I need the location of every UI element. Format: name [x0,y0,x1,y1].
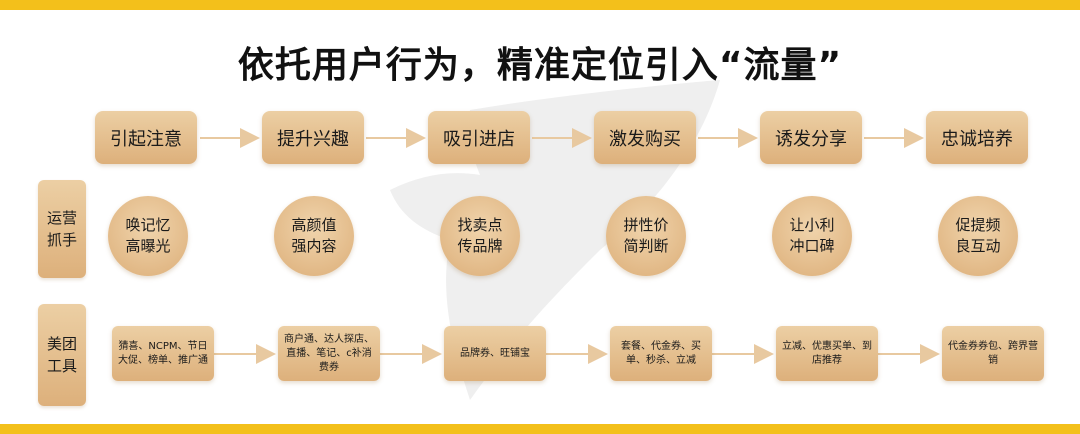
ops-circle-4: 拼性价 简判断 [606,196,686,276]
stage-purchase: 激发购买 [594,111,696,164]
ops-circle-6: 促提频 良互动 [938,196,1018,276]
stage-attention: 引起注意 [95,111,197,164]
ops-circle-2: 高颜值 强内容 [274,196,354,276]
stage-interest: 提升兴趣 [262,111,364,164]
page-title: 依托用户行为，精准定位引入“流量” [237,45,843,86]
tool-box-2: 商户通、达人探店、直播、笔记、c补消费券 [278,326,380,381]
top-accent-bar [0,0,1080,10]
ops-circle-1: 唤记忆 高曝光 [108,196,188,276]
bottom-accent-bar [0,424,1080,434]
tool-box-3: 品牌券、旺铺宝 [444,326,546,381]
tool-box-4: 套餐、代金券、买单、秒杀、立减 [610,326,712,381]
tool-box-5: 立减、优惠买单、到店推荐 [776,326,878,381]
row-label-tools: 美团 工具 [38,304,86,406]
ops-circle-5: 让小利 冲口碑 [772,196,852,276]
tool-box-1: 猜喜、NCPM、节日大促、榜单、推广通 [112,326,214,381]
stage-share: 诱发分享 [760,111,862,164]
stage-loyalty: 忠诚培养 [926,111,1028,164]
tool-box-6: 代金券券包、跨界营销 [942,326,1044,381]
stage-visit: 吸引进店 [428,111,530,164]
row-label-ops: 运营 抓手 [38,180,86,278]
ops-circle-3: 找卖点 传品牌 [440,196,520,276]
